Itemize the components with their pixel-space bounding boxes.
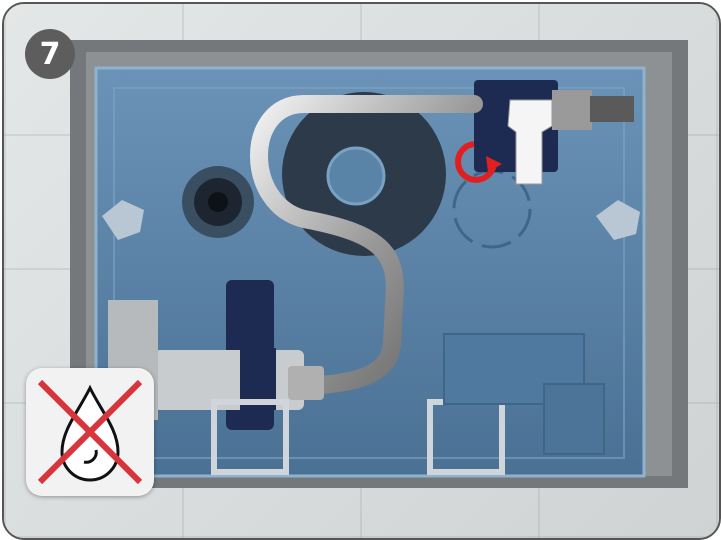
no-water-drop-icon [26, 368, 154, 496]
step-number-badge: 7 [25, 29, 75, 79]
